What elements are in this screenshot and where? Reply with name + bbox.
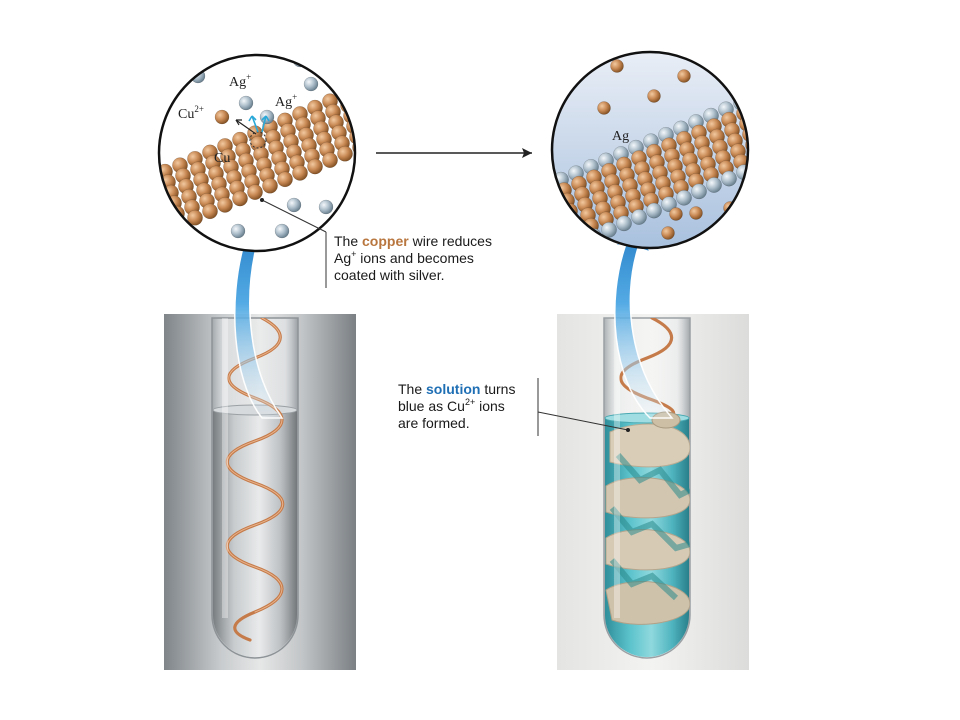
lattice-atom [676, 189, 692, 206]
lattice-atom [757, 120, 772, 135]
silver-ion [320, 66, 336, 82]
copper-atom [159, 212, 170, 228]
copper-ion [597, 101, 611, 115]
silver-ion [303, 76, 319, 92]
copper-atom [337, 145, 353, 162]
lattice-atom [751, 99, 766, 114]
lattice-atom [748, 89, 763, 104]
silver-ion [318, 199, 334, 215]
lattice-atom [552, 220, 566, 236]
copper-atom [187, 209, 203, 226]
copper-atom [292, 165, 308, 181]
lattice-atom [556, 241, 572, 248]
electron-transfer-arrows [235, 115, 270, 149]
solution-callout-leader [537, 378, 630, 436]
label-cu-ion: Cu2+ [178, 104, 204, 122]
copper-highlight: copper [362, 233, 409, 249]
lattice-atom [754, 110, 769, 125]
lattice-atom [691, 183, 707, 200]
copper-ion [647, 89, 661, 103]
label-ag-ion-1: Ag+ [229, 72, 251, 90]
copper-atom [307, 158, 323, 175]
lattice-atom [760, 131, 775, 146]
lattice-atom [646, 202, 662, 219]
lattice-atom [553, 230, 569, 247]
right-test-tube [603, 317, 691, 659]
lattice-atom [745, 136, 748, 153]
reaction-progress-arrow [376, 148, 532, 158]
copper-atom [322, 152, 338, 168]
silver-crystal-growth [605, 411, 690, 625]
lattice-atom [751, 158, 766, 173]
copper-atom [247, 184, 263, 200]
copper-atom [217, 197, 233, 213]
lattice-atom [552, 188, 557, 205]
lattice-atom [706, 177, 722, 193]
lattice-atom [721, 170, 737, 187]
lattice-atom [748, 148, 763, 163]
right-copper-coil [619, 318, 676, 422]
copper-atom [142, 170, 157, 185]
copper-ion [580, 52, 594, 63]
silver-ion [286, 197, 302, 213]
left-photo-panel [164, 314, 356, 670]
silver-ion [274, 223, 290, 239]
solution-callout-text: The solution turns blue as Cu2+ ions are… [398, 381, 516, 431]
copper-atom [159, 201, 167, 218]
copper-callout-text: The copper wire reduces Ag+ ions and bec… [334, 233, 492, 283]
copper-atom [159, 191, 164, 207]
right-magnified-circle: Ag [550, 50, 781, 250]
solution-highlight: solution [426, 381, 481, 397]
copper-ion [214, 109, 230, 125]
copper-atom [202, 203, 218, 220]
left-magnified-circle: Ag+ Ag+ Cu2+ Cu [142, 53, 357, 253]
copper-ion [689, 206, 703, 220]
copper-atom [262, 177, 278, 194]
left-test-tube [211, 317, 299, 659]
label-ag-metal: Ag [612, 129, 629, 144]
lattice-atom [766, 152, 781, 167]
label-ag-ion-2: Ag+ [275, 92, 297, 110]
lattice-atom [616, 215, 632, 232]
copper-ion [677, 69, 691, 83]
lattice-atom [601, 221, 617, 238]
lattice-atom [552, 199, 560, 215]
copper-callout-leader [260, 198, 327, 288]
lattice-atom [661, 196, 677, 213]
lattice-atom [571, 234, 587, 248]
lattice-atom [763, 141, 778, 156]
label-cu-metal: Cu [214, 151, 230, 166]
copper-ion [610, 59, 624, 73]
silver-ion [230, 223, 246, 239]
copper-atom [352, 139, 355, 156]
copper-atom [232, 190, 248, 207]
copper-atom [159, 222, 173, 239]
lattice-atom [552, 178, 554, 194]
lattice-atom [568, 224, 584, 240]
right-photo-panel [557, 314, 749, 670]
copper-atom [159, 180, 161, 197]
lattice-atom [631, 209, 647, 225]
lattice-atom [552, 209, 563, 226]
copper-atom [277, 171, 293, 188]
copper-ion [669, 207, 683, 221]
silver-ion [238, 95, 254, 111]
copper-ion [661, 226, 675, 240]
